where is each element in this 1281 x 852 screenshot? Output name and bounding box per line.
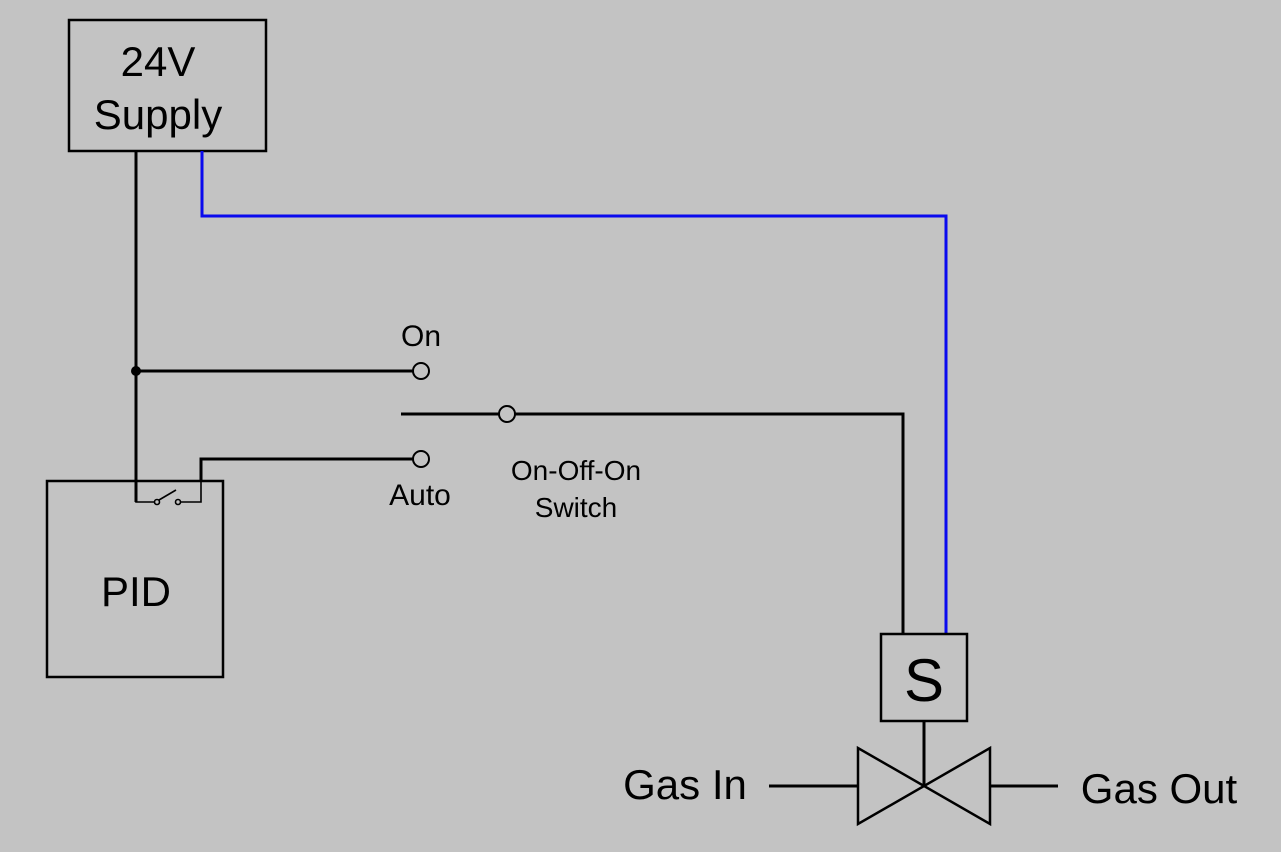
switch-auto-label: Auto: [389, 479, 451, 512]
solenoid-label: S: [904, 647, 944, 714]
pid-block: PID: [45, 479, 225, 679]
gas-out-label: Gas Out: [1081, 765, 1238, 812]
supply-block: 24V Supply: [67, 18, 268, 153]
switch-auto-terminal: [412, 450, 430, 468]
supply-return-wire: [200, 151, 948, 634]
switch-common-terminal: [498, 405, 516, 423]
pid-box: [45, 479, 225, 679]
wire-to-auto-terminal: [199, 457, 413, 481]
switch-name-line1: On-Off-On: [511, 455, 641, 486]
switch-on-label: On: [401, 320, 441, 353]
solenoid: S: [879, 632, 969, 786]
switch-name-line2: Switch: [535, 492, 617, 523]
supply-label-voltage: 24V: [121, 38, 196, 85]
pid-relay-contact: [135, 481, 202, 506]
valve-body: [856, 745, 992, 827]
wire-switch-to-solenoid: [515, 412, 905, 634]
gas-valve: Gas In Gas Out: [623, 745, 1238, 827]
supply-label-name: Supply: [94, 91, 222, 138]
on-off-on-switch: On Auto On-Off-On Switch: [389, 320, 641, 523]
switch-on-terminal: [412, 362, 430, 380]
supply-box: [67, 18, 268, 153]
gas-in-label: Gas In: [623, 761, 747, 808]
pid-label: PID: [101, 568, 171, 615]
